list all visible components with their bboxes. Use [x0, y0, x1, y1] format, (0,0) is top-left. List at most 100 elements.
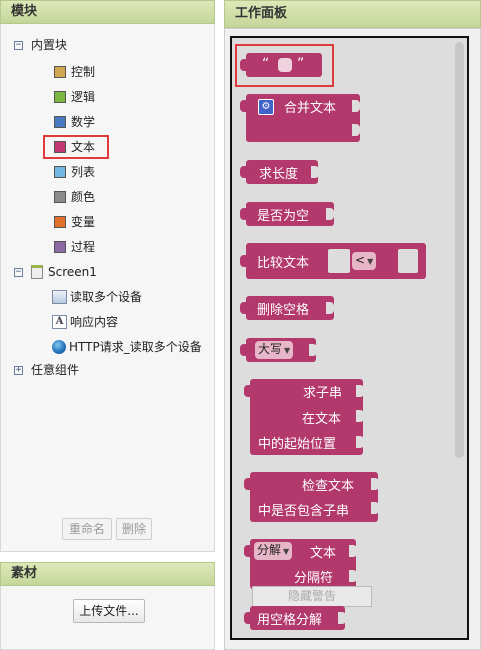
block-split-at-spaces[interactable]: 用空格分解 [250, 606, 345, 630]
modules-header: 模块 [0, 0, 215, 24]
quote-close: ” [297, 56, 305, 72]
selected-block-highlight [235, 44, 334, 87]
tree-item-label: 过程 [71, 240, 96, 254]
quote-open: “ [262, 56, 270, 72]
output-connector [244, 385, 250, 397]
collapse-icon[interactable]: − [14, 266, 23, 277]
block-join[interactable]: ⚙ 合并文本 [246, 94, 360, 142]
tree-node-builtin-label: 内置块 [31, 38, 68, 52]
tree-node-any-component[interactable]: + 任意组件 [14, 360, 79, 380]
tree-item-label: 变量 [71, 215, 96, 229]
tree-item-text[interactable]: 文本 [54, 137, 95, 157]
output-connector [240, 100, 246, 112]
split-mode-value: 分解 [257, 543, 282, 557]
tree-node-builtin[interactable]: − 内置块 [14, 35, 67, 55]
tree-node-any-label: 任意组件 [31, 363, 80, 377]
selected-item-highlight [43, 135, 109, 159]
block-label: 删除空格 [257, 303, 310, 318]
compare-operator-dropdown[interactable]: <▼ [352, 252, 377, 270]
block-length[interactable]: 求长度 [246, 160, 318, 184]
input-socket [311, 166, 319, 178]
output-connector [240, 302, 246, 314]
tree-item-component-http[interactable]: HTTP请求_读取多个设备 [52, 337, 202, 357]
block-segment[interactable]: 求子串 在文本 中的起始位置 [250, 379, 363, 455]
output-connector [240, 208, 246, 220]
block-label: 文本 [310, 546, 337, 561]
workspace-header: 工作面板 [224, 0, 481, 28]
block-label: 合并文本 [284, 101, 337, 116]
tree-item-control[interactable]: 控制 [54, 62, 95, 82]
input-socket [371, 478, 379, 490]
block-split[interactable]: 分解▼ 文本 分隔符 [250, 539, 356, 589]
dropdown-arrow-icon: ▼ [367, 257, 374, 266]
case-dropdown[interactable]: 大写▼ [255, 341, 294, 359]
split-mode-dropdown[interactable]: 分解▼ [254, 542, 293, 560]
input-socket [326, 302, 334, 314]
label-component-icon: A [52, 315, 67, 329]
colors-color-icon [54, 191, 66, 203]
media-title: 素材 [11, 566, 38, 581]
input-socket [349, 570, 357, 582]
math-color-icon [54, 116, 66, 128]
control-color-icon [54, 66, 66, 78]
dropdown-arrow-icon: ▼ [284, 346, 291, 355]
input-socket-a[interactable] [328, 249, 350, 273]
output-connector [240, 59, 246, 71]
input-socket [326, 208, 334, 220]
block-label: 是否为空 [257, 209, 310, 224]
expand-icon[interactable]: + [14, 364, 23, 375]
block-label: 比较文本 [257, 256, 310, 271]
modules-tree [0, 24, 215, 552]
block-text-literal[interactable]: “ ” [246, 53, 322, 77]
tree-item-procedures[interactable]: 过程 [54, 237, 95, 257]
tree-item-logic[interactable]: 逻辑 [54, 87, 95, 107]
input-socket [356, 385, 364, 397]
upload-file-button[interactable]: 上传文件... [73, 599, 145, 623]
text-color-icon [54, 141, 66, 153]
block-upcase[interactable]: 大写▼ [246, 338, 316, 362]
block-label: 用空格分解 [257, 613, 323, 628]
logic-color-icon [54, 91, 66, 103]
globe-icon [52, 340, 66, 354]
text-input-slot[interactable] [278, 58, 292, 72]
tree-item-variables[interactable]: 变量 [54, 212, 95, 232]
input-socket [356, 410, 364, 422]
screen-icon [31, 265, 43, 279]
input-socket [352, 100, 360, 112]
drawer-scrollbar[interactable] [455, 42, 464, 458]
tree-item-component-web[interactable]: 读取多个设备 [52, 287, 142, 307]
workspace-title: 工作面板 [235, 6, 288, 21]
output-connector [244, 478, 250, 490]
block-compare[interactable]: 比较文本 <▼ [246, 243, 426, 279]
tree-item-math[interactable]: 数学 [54, 112, 95, 132]
tree-item-component-label[interactable]: A 响应内容 [52, 312, 118, 332]
mutator-gear-icon[interactable]: ⚙ [258, 99, 274, 115]
delete-button[interactable]: 删除 [116, 518, 152, 540]
hide-warnings-button[interactable]: 隐藏警告 [252, 586, 372, 607]
procedures-color-icon [54, 241, 66, 253]
rename-button[interactable]: 重命名 [62, 518, 112, 540]
input-socket-b[interactable] [398, 249, 418, 273]
input-socket [352, 124, 360, 136]
case-value: 大写 [258, 342, 283, 356]
tree-item-label: 颜色 [71, 190, 96, 204]
output-connector [240, 166, 246, 178]
collapse-icon[interactable]: − [14, 39, 23, 50]
tree-item-lists[interactable]: 列表 [54, 162, 95, 182]
tree-item-colors[interactable]: 颜色 [54, 187, 95, 207]
tree-item-label: 逻辑 [71, 90, 96, 104]
modules-title: 模块 [11, 4, 38, 19]
block-is-empty[interactable]: 是否为空 [246, 202, 334, 226]
input-socket [371, 502, 379, 514]
variables-color-icon [54, 216, 66, 228]
tree-node-screen1[interactable]: − Screen1 [14, 262, 97, 282]
media-header: 素材 [0, 562, 215, 586]
input-socket [338, 612, 346, 624]
input-socket [356, 436, 364, 448]
block-contains[interactable]: 检查文本 中是否包含子串 [250, 472, 378, 522]
block-trim[interactable]: 删除空格 [246, 296, 334, 320]
compare-operator-value: < [355, 253, 366, 267]
output-connector [240, 344, 246, 356]
block-label: 中是否包含子串 [258, 504, 350, 519]
tree-item-label: 数学 [71, 115, 96, 129]
